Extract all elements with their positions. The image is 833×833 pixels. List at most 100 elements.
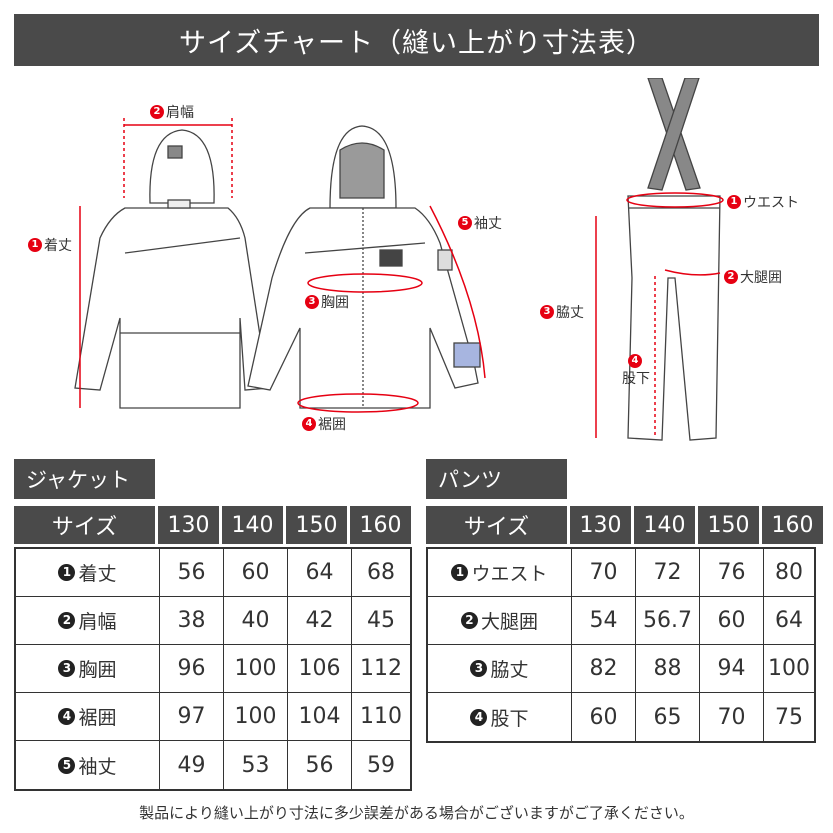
table-cell: 59 [367, 752, 395, 778]
table-cell: 56 [288, 741, 352, 789]
jacket-tag: ジャケット [14, 459, 155, 499]
table-cell: 94 [700, 645, 764, 692]
table-cell: 65 [636, 693, 700, 741]
jacket-front-hood-window [339, 142, 385, 199]
label-inseam: 4 股下 [622, 354, 650, 388]
number-badge: 5 [458, 216, 472, 230]
table-cell: 70 [572, 549, 636, 596]
number-badge: 4 [470, 708, 488, 726]
label-chest: 3 胸囲 [305, 292, 349, 312]
table-cell: 82 [572, 645, 636, 692]
table-cell: 68 [367, 560, 395, 585]
table-cell: 100 [768, 656, 810, 681]
table-cell: 106 [288, 645, 352, 692]
table-cell: 112 [360, 656, 402, 681]
table-cell: 104 [288, 693, 352, 740]
jacket-back-body [74, 207, 271, 409]
table-cell: 49 [160, 741, 224, 789]
table-cell: 88 [636, 645, 700, 692]
table-cell: 70 [700, 693, 764, 741]
hem-ellipse [297, 393, 419, 413]
table-cell: 60 [700, 597, 764, 644]
number-badge: 3 [58, 660, 76, 677]
label-text: 大腿囲 [740, 270, 782, 286]
table-cell: 80 [775, 560, 803, 585]
number-badge: 2 [150, 105, 164, 119]
header-140: 140 [222, 506, 283, 544]
header-150: 150 [698, 506, 759, 544]
header-130: 130 [570, 506, 631, 544]
table-cell: 56 [160, 549, 224, 596]
label-text: 股下 [622, 371, 650, 387]
chest-ellipse [307, 273, 423, 293]
footnote: 製品により縫い上がり寸法に多少誤差がある場合がございますがご了承ください。 [139, 804, 694, 822]
table-cell: 53 [224, 741, 288, 789]
row-name: 裾囲 [78, 707, 117, 729]
table-cell: 97 [160, 693, 224, 740]
table-cell: 110 [360, 704, 402, 729]
number-badge: 4 [302, 417, 316, 431]
header-140: 140 [634, 506, 695, 544]
table-cell: 64 [288, 549, 352, 596]
table-cell: 60 [572, 693, 636, 741]
row-name: 大腿囲 [480, 611, 538, 633]
number-badge: 2 [58, 612, 76, 629]
label-length: 1 着丈 [28, 235, 72, 255]
number-badge: 1 [451, 564, 469, 581]
pants-suspender-right [647, 77, 700, 191]
table-cell: 38 [160, 597, 224, 644]
table-cell: 76 [700, 549, 764, 596]
garment-illustrations: 2 肩幅 1 着丈 3 胸囲 4 裾囲 5 袖丈 1 ウエスト 2 大腿囲 3 … [0, 77, 833, 448]
label-shoulder: 2 肩幅 [150, 102, 194, 122]
waist-ellipse [626, 192, 724, 208]
number-badge: 3 [305, 295, 319, 309]
row-name: ウエスト [471, 563, 548, 585]
table-cell: 72 [636, 549, 700, 596]
jacket-back-hood [149, 129, 215, 204]
header-150: 150 [286, 506, 347, 544]
label-text: 肩幅 [166, 105, 194, 121]
label-text: 着丈 [44, 238, 72, 254]
table-cell: 64 [775, 608, 803, 633]
table-cell: 96 [160, 645, 224, 692]
pants-body [627, 195, 721, 441]
label-hem: 4 裾囲 [302, 414, 346, 434]
label-text: 胸囲 [321, 295, 349, 311]
table-cell: 75 [775, 704, 803, 730]
header-160: 160 [350, 506, 411, 544]
table-cell: 42 [288, 597, 352, 644]
header-160: 160 [762, 506, 823, 544]
number-badge: 4 [628, 354, 642, 368]
table-cell: 60 [224, 549, 288, 596]
header-size: サイズ [426, 506, 567, 544]
label-text: 脇丈 [556, 305, 584, 321]
number-badge: 2 [724, 270, 738, 284]
number-badge: 2 [460, 612, 478, 629]
garment-diagram [74, 77, 724, 441]
row-name: 胸囲 [78, 659, 117, 681]
table-cell: 45 [367, 608, 395, 633]
table-cell: 56.7 [636, 597, 700, 644]
header-130: 130 [158, 506, 219, 544]
table-cell: 100 [224, 693, 288, 740]
jacket-header-row: サイズ 130 140 150 160 [14, 506, 411, 544]
label-waist: 1 ウエスト [727, 192, 799, 212]
pants-tag: パンツ [426, 459, 567, 499]
number-badge: 1 [727, 195, 741, 209]
label-text: 裾囲 [318, 417, 346, 433]
label-text: 袖丈 [474, 216, 502, 232]
